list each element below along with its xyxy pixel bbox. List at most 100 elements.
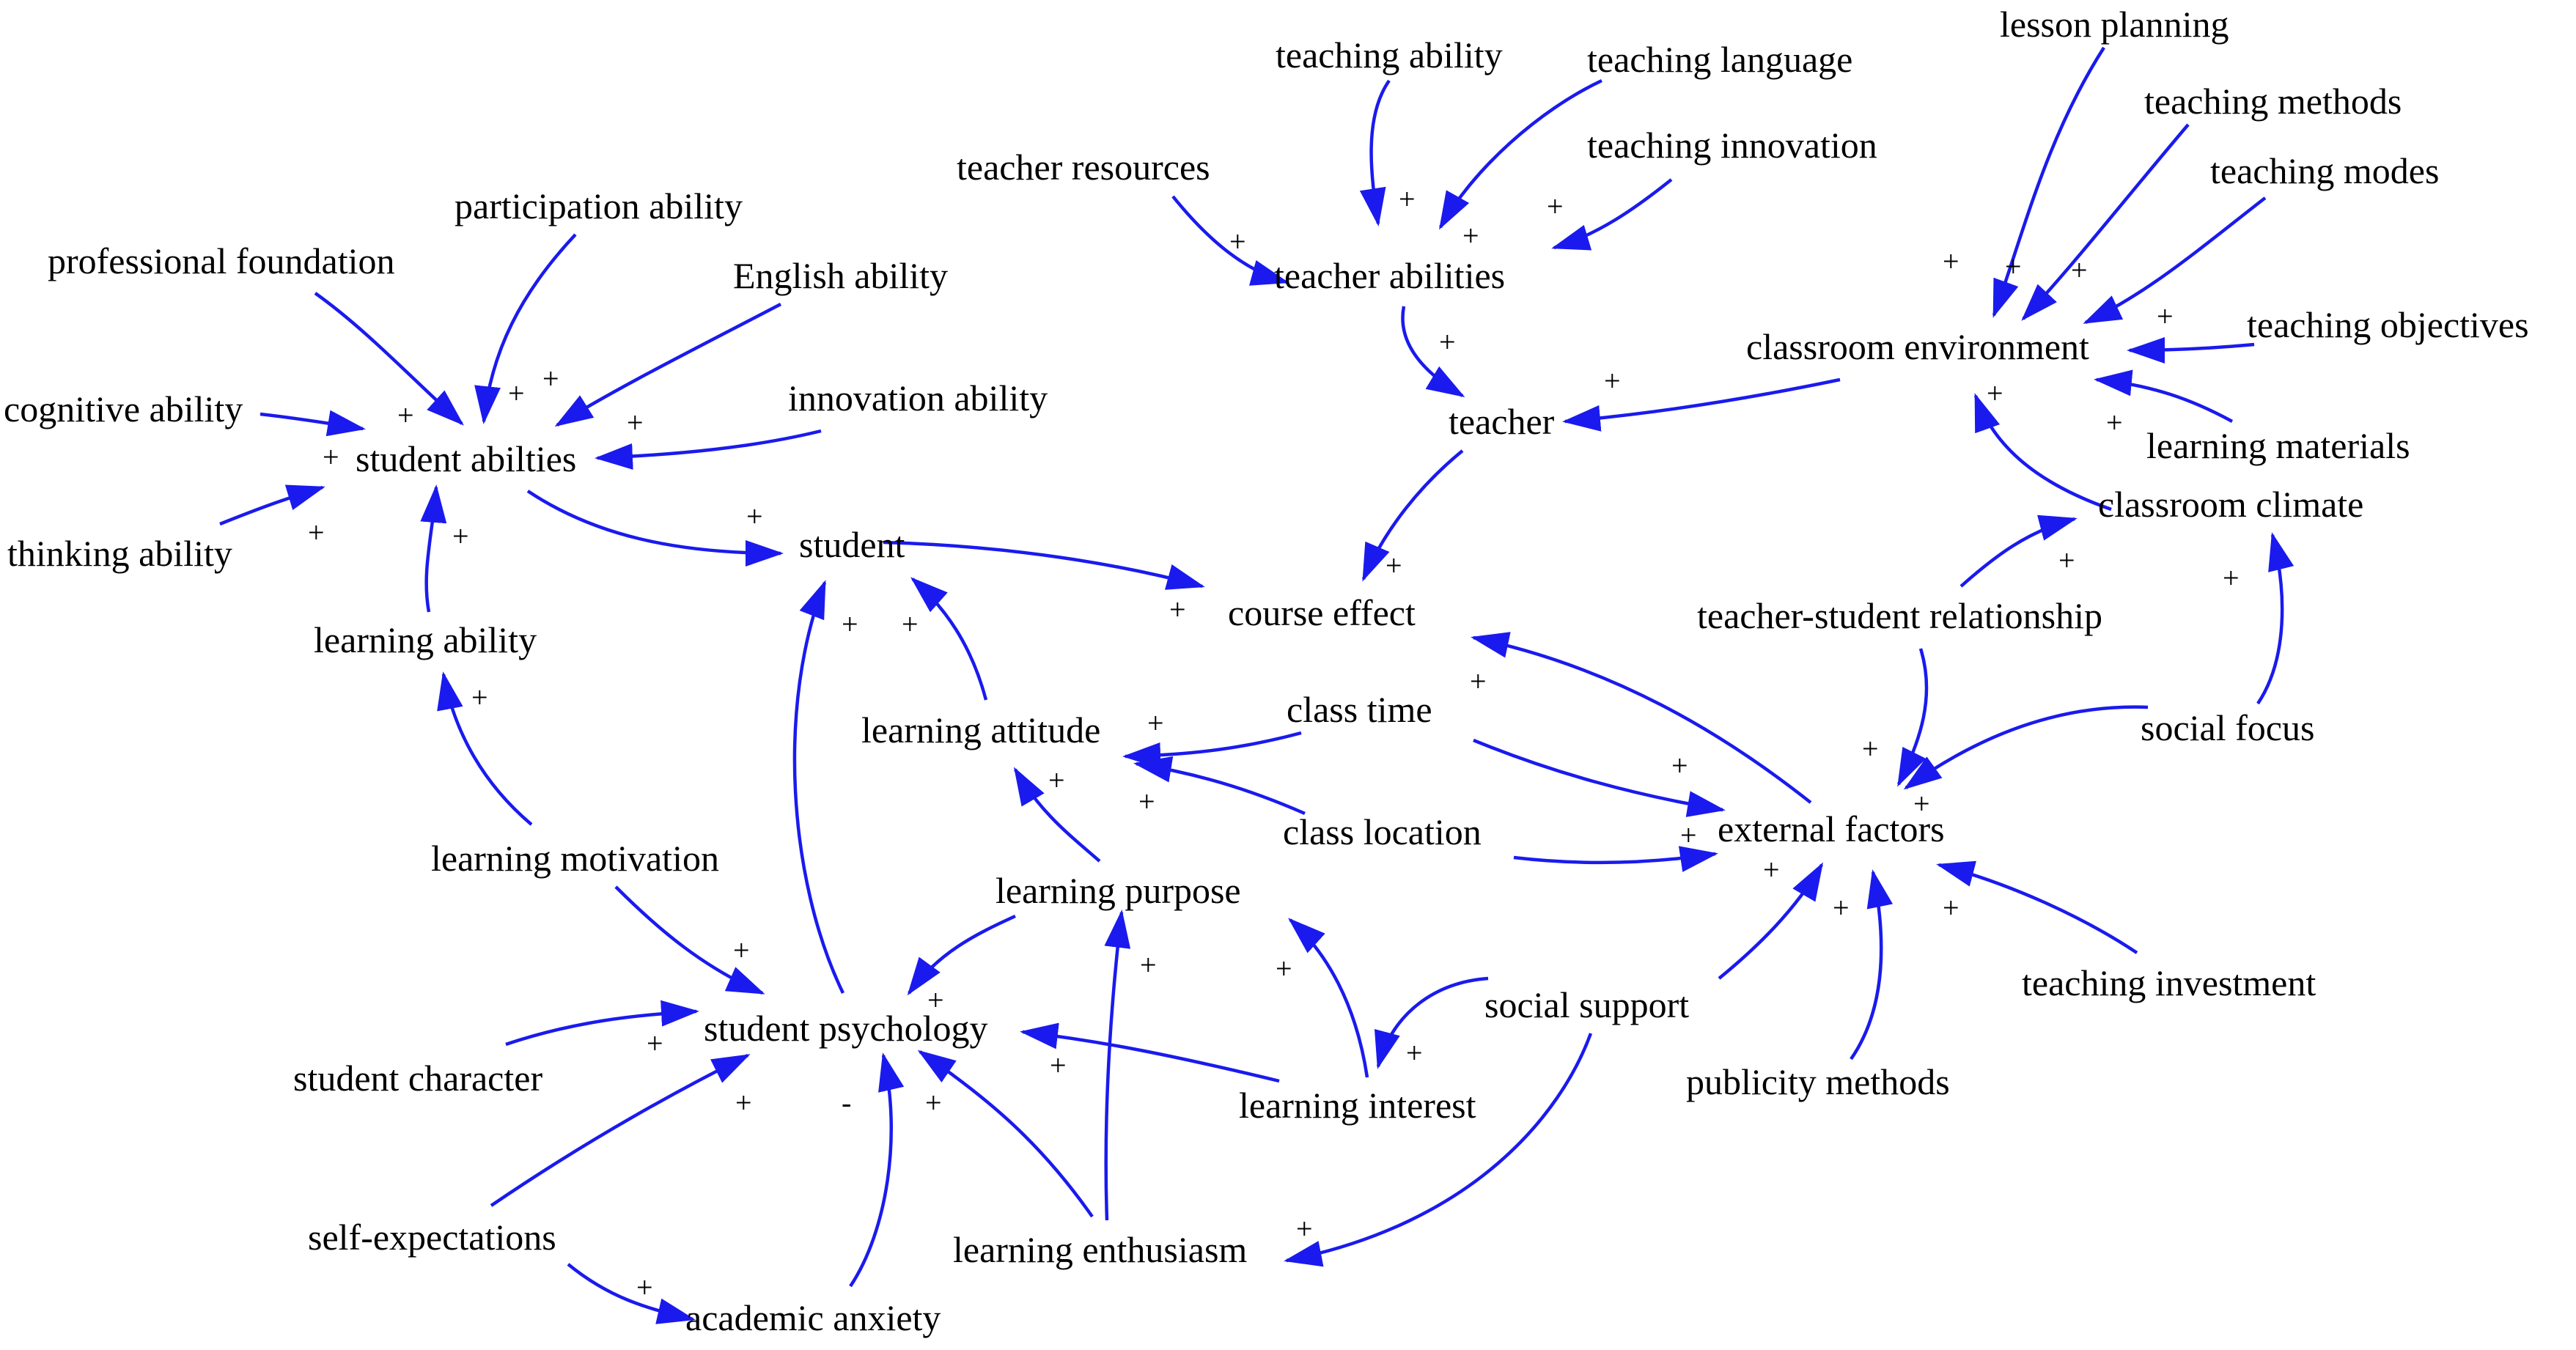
- polarity-sign: +: [1470, 665, 1487, 698]
- node-thinking-ability: thinking ability: [7, 533, 232, 574]
- edge-teaching-language-to-teacher-abilities: [1439, 78, 1602, 230]
- polarity-sign: +: [1913, 787, 1930, 820]
- node-class-time: class time: [1287, 689, 1432, 730]
- node-external-factors: external factors: [1718, 808, 1945, 849]
- node-teaching-methods: teaching methods: [2144, 81, 2402, 122]
- polarity-sign: +: [733, 934, 750, 967]
- polarity-sign: +: [1276, 952, 1292, 985]
- edge-class-location-to-external-factors: [1513, 846, 1718, 872]
- edge-innovation-ability-to-student-abilities: [595, 429, 822, 470]
- edge-teacher-resources-to-teacher-abilities: [1171, 195, 1289, 286]
- polarity-sign: +: [647, 1027, 663, 1060]
- edge-cognitive-ability-to-student-abilities: [260, 410, 366, 437]
- node-course-effect: course effect: [1228, 592, 1416, 633]
- node-learning-interest: learning interest: [1239, 1085, 1476, 1126]
- node-innovation-ability: innovation ability: [788, 377, 1048, 418]
- edge-classroom-environment-to-teacher: [1562, 377, 1841, 432]
- polarity-sign: +: [1763, 853, 1780, 886]
- node-learning-materials: learning materials: [2146, 425, 2410, 466]
- polarity-sign: +: [1140, 948, 1157, 981]
- edge-participation-ability-to-student-abilities: [474, 233, 577, 424]
- node-teaching-objectives: teaching objectives: [2247, 304, 2529, 345]
- node-self-expectations: self-expectations: [308, 1217, 556, 1258]
- edge-class-time-to-learning-attitude: [1122, 731, 1302, 769]
- edge-teacher-abilities-to-teacher: [1401, 306, 1465, 398]
- polarity-sign: +: [746, 500, 763, 533]
- node-lesson-planning: lesson planning: [2000, 4, 2229, 45]
- node-social-focus: social focus: [2141, 707, 2314, 748]
- node-professional-foundation: professional foundation: [48, 240, 395, 281]
- node-learning-enthusiasm: learning enthusiasm: [953, 1229, 1247, 1270]
- edge-classroom-climate-to-classroom-environment: [1973, 393, 2112, 512]
- polarity-sign: +: [542, 362, 559, 395]
- polarity-signs: + + + + + + + + + + + + + + + + + + + + …: [308, 182, 2240, 1304]
- polarity-sign: +: [1229, 225, 1246, 258]
- node-academic-anxiety: academic anxiety: [685, 1297, 941, 1338]
- edge-learning-interest-to-learning-purpose: [1288, 918, 1369, 1078]
- node-classroom-climate: classroom climate: [2098, 484, 2363, 525]
- polarity-sign: +: [397, 399, 414, 432]
- node-english-ability: English ability: [733, 255, 948, 296]
- node-learning-ability: learning ability: [314, 619, 537, 660]
- polarity-sign: +: [1385, 549, 1402, 582]
- node-class-location: class location: [1283, 811, 1482, 852]
- edge-teacher-student-relationship-to-classroom-climate: [1959, 514, 2078, 588]
- edge-teaching-innovation-to-teacher-abilities: [1551, 178, 1673, 251]
- edge-learning-motivation-to-learning-ability: [437, 671, 533, 826]
- edge-lesson-planning-to-classroom-environment: [1992, 46, 2105, 318]
- edge-class-location-to-learning-attitude: [1133, 756, 1306, 816]
- polarity-sign: +: [1671, 749, 1688, 782]
- polarity-sign: +: [2157, 300, 2174, 333]
- node-learning-motivation: learning motivation: [431, 838, 719, 879]
- edge-self-expectations-to-student-psychology: [490, 1053, 751, 1207]
- node-teaching-investment: teaching investment: [2022, 962, 2316, 1003]
- edge-self-expectations-to-academic-anxiety: [567, 1263, 696, 1324]
- edge-teaching-ability-to-teacher-abilities: [1359, 79, 1391, 226]
- node-student-abilities: student abilties: [356, 438, 576, 479]
- polarity-sign: +: [925, 1086, 942, 1119]
- edge-social-focus-to-external-factors: [1903, 705, 2149, 790]
- edge-teacher-to-course-effect: [1361, 449, 1464, 582]
- polarity-sign: +: [1048, 764, 1065, 797]
- node-student-psychology: student psychology: [704, 1008, 987, 1049]
- node-teacher-abilities: teacher abilities: [1274, 255, 1505, 296]
- polarity-sign: +: [1399, 182, 1416, 215]
- edge-learning-ability-to-student-abilities: [420, 484, 447, 613]
- polarity-sign: +: [2005, 250, 2022, 283]
- edge-social-support-to-external-factors: [1718, 862, 1824, 980]
- edge-learning-purpose-to-learning-attitude: [1013, 767, 1101, 863]
- node-teacher: teacher: [1449, 401, 1555, 442]
- polarity-sign: +: [1833, 891, 1850, 924]
- edge-teaching-modes-to-classroom-environment: [2083, 196, 2267, 325]
- edge-teaching-methods-to-classroom-environment: [2021, 123, 2190, 321]
- edge-student-to-course-effect: [883, 540, 1205, 590]
- polarity-sign: +: [1943, 891, 1959, 924]
- node-learning-purpose: learning purpose: [996, 870, 1241, 911]
- polarity-sign: +: [2106, 406, 2123, 439]
- polarity-sign: +: [1439, 325, 1456, 358]
- edge-learning-materials-to-classroom-environment: [2094, 369, 2234, 423]
- edge-teaching-investment-to-external-factors: [1936, 860, 2138, 954]
- polarity-sign: -: [842, 1086, 851, 1119]
- node-cognitive-ability: cognitive ability: [4, 388, 243, 429]
- polarity-sign: +: [452, 520, 469, 553]
- edges: [219, 46, 2295, 1324]
- edge-social-support-to-learning-enthusiasm: [1284, 1033, 1593, 1267]
- node-classroom-environment: classroom environment: [1746, 326, 2089, 367]
- node-teaching-language: teaching language: [1587, 39, 1852, 80]
- polarity-sign: +: [1138, 785, 1155, 818]
- node-student-character: student character: [293, 1058, 542, 1099]
- node-teaching-innovation: teaching innovation: [1587, 125, 1877, 166]
- edge-learning-enthusiasm-to-student-psychology: [917, 1050, 1094, 1218]
- edge-social-support-to-learning-interest: [1375, 976, 1489, 1069]
- polarity-sign: +: [308, 516, 325, 549]
- edge-student-abilities-to-student: [526, 490, 784, 567]
- polarity-sign: +: [1147, 707, 1164, 739]
- edge-learning-interest-to-student-psychology: [1020, 1022, 1280, 1083]
- edge-learning-enthusiasm-to-learning-purpose: [1104, 910, 1131, 1221]
- polarity-sign: +: [842, 608, 858, 641]
- node-teaching-modes: teaching modes: [2210, 150, 2439, 191]
- polarity-sign: +: [927, 984, 944, 1017]
- edge-learning-motivation-to-student-psychology: [614, 885, 765, 995]
